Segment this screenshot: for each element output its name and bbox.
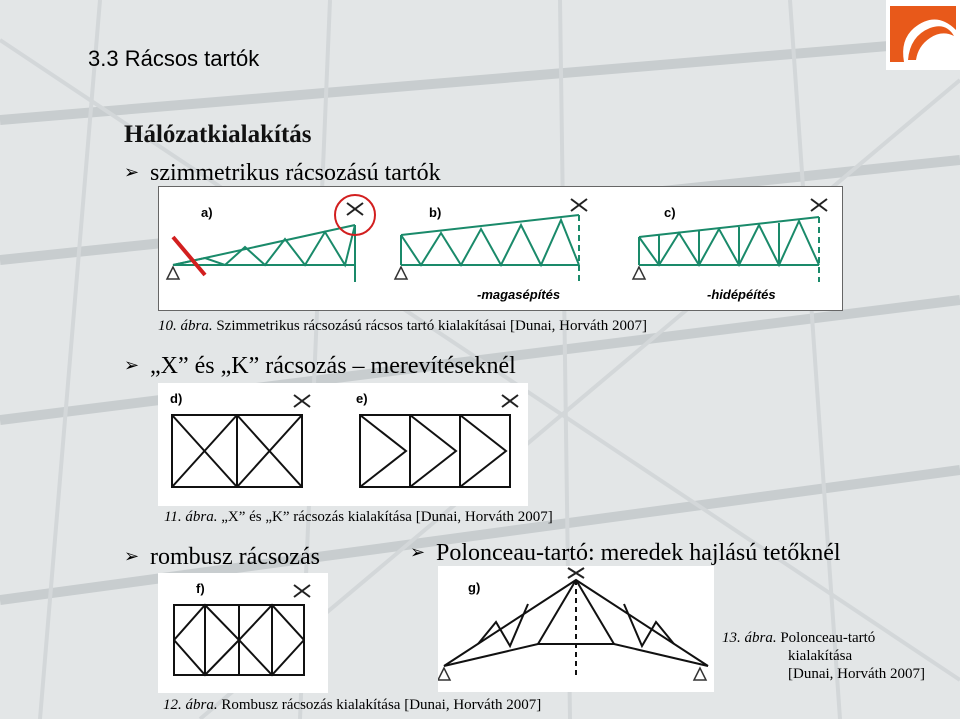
slide-title: 3.3 Rácsos tartók	[88, 46, 260, 71]
figure-12-panel: f)	[158, 573, 328, 693]
arrow-bullet-icon: ➢	[410, 542, 426, 562]
logo	[886, 0, 960, 70]
figure-13-panel: g)	[438, 566, 714, 692]
figure-12-label-f: f)	[196, 581, 205, 596]
figure-12-drawing: f)	[173, 581, 311, 677]
figure-11-label-d: d)	[170, 391, 182, 406]
figure-10-caption: 10. ábra. Szimmetrikus rácsozású rácsos …	[158, 318, 648, 334]
figure-10-note-c: -hidépéítés	[707, 287, 776, 302]
figure-10-label-b: b)	[429, 205, 441, 220]
figure-13-label-g: g)	[468, 580, 480, 595]
bullet-polonceau: ➢Polonceau-tartó: meredek hajlású tetőkn…	[410, 540, 841, 566]
figure-11-panel: d) e)	[158, 383, 528, 506]
figure-12-caption: 12. ábra. Rombusz rácsozás kialakítása […	[163, 697, 542, 713]
arrow-bullet-icon: ➢	[124, 355, 140, 375]
figure-10-drawing: a) b) c) -magasépítés -hidépéítés	[165, 194, 828, 302]
bullet-symmetric: ➢szimmetrikus rácsozású tartók	[124, 160, 441, 186]
section-subtitle: Hálózatkialakítás	[124, 121, 312, 148]
figure-10-label-a: a)	[201, 205, 213, 220]
bullet-x-k: ➢„X” és „K” rácsozás – merevítéseknél	[124, 353, 516, 379]
figure-13-caption: 13. ábra. Polonceau-tartó kialakítása [D…	[722, 630, 926, 682]
figure-10-panel: a) b) c) -magasépítés -hidépéítés	[158, 186, 843, 311]
figure-11-drawing: d) e)	[170, 391, 519, 488]
figure-10-label-c: c)	[664, 205, 676, 220]
figure-10-note-b: -magasépítés	[477, 287, 560, 302]
arrow-bullet-icon: ➢	[124, 162, 140, 182]
figure-13-drawing: g)	[438, 567, 709, 681]
arrow-bullet-icon: ➢	[124, 546, 140, 566]
bullet-rhombus: ➢rombusz rácsozás	[124, 544, 320, 570]
figure-11-caption: 11. ábra. „X” és „K” rácsozás kialakítás…	[164, 509, 553, 525]
figure-11-label-e: e)	[356, 391, 368, 406]
